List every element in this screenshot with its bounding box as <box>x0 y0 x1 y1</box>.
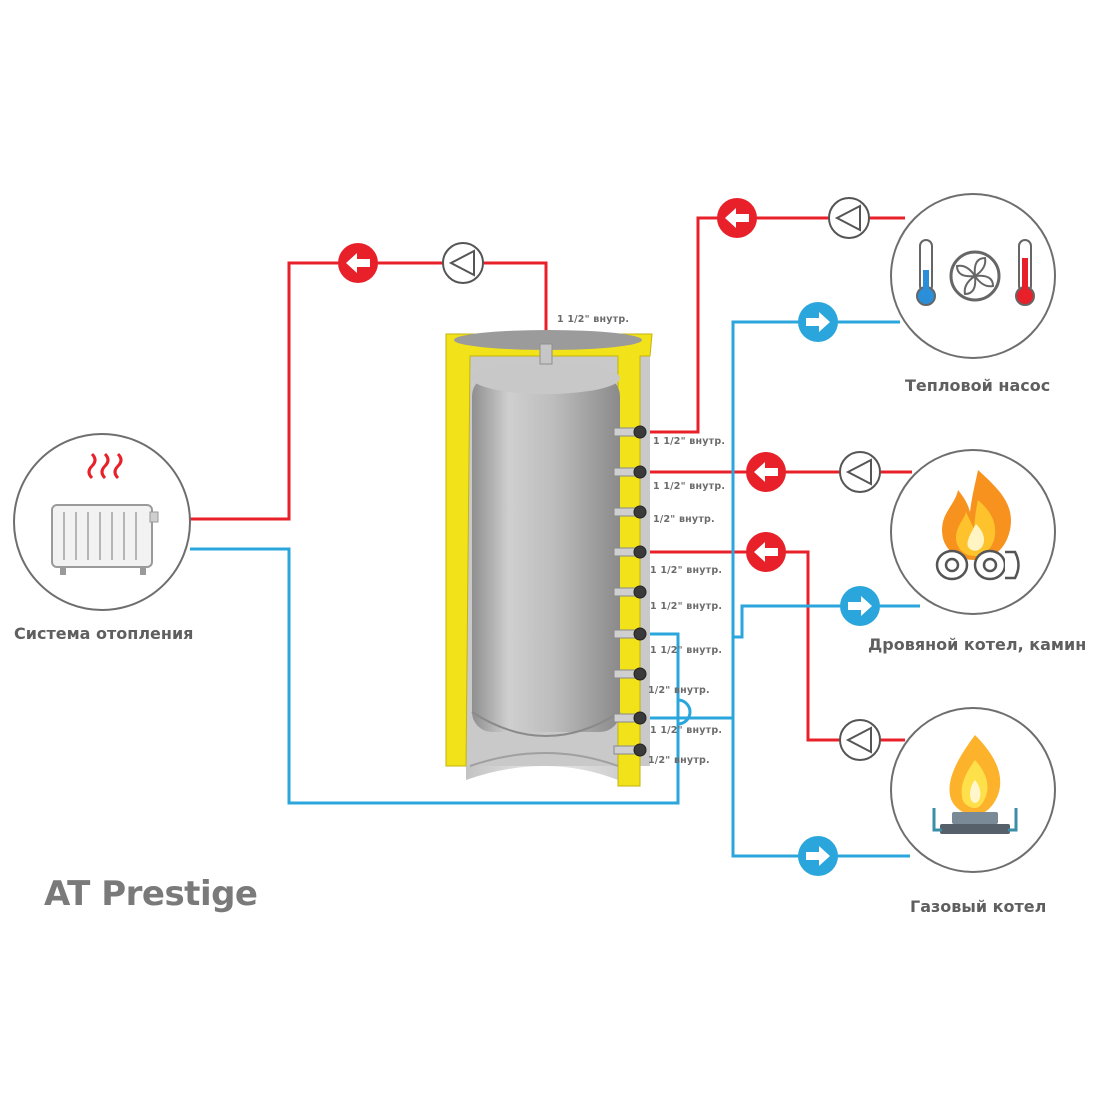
heating-return-pipe <box>190 547 680 805</box>
device-heating <box>13 433 191 611</box>
storage-tank <box>445 330 653 787</box>
gas-burner-icon <box>932 735 1018 834</box>
product-title: AT Prestige <box>44 874 258 914</box>
top-fitting <box>539 343 553 365</box>
pump-heating <box>442 242 484 284</box>
fitting-nut <box>633 711 647 725</box>
fitting-nut <box>633 465 647 479</box>
connection-label-1: 1 1/2" внутр. <box>653 436 726 447</box>
hot-arrow-gas <box>746 532 786 572</box>
connection-label-6: 1 1/2" внутр. <box>650 645 723 656</box>
flow-arrows <box>338 198 880 876</box>
wood-boiler-label: Дровяной котел, камин <box>868 635 1087 654</box>
connection-label-7: 1/2" внутр. <box>648 685 710 696</box>
wood-boiler-return-pipe <box>733 604 920 639</box>
crossover-arc <box>677 698 692 726</box>
connection-label-4: 1 1/2" внутр. <box>650 565 723 576</box>
tank-body <box>472 376 620 732</box>
pumps <box>442 197 881 761</box>
insulation-layer <box>445 333 653 787</box>
cold-arrow-wood <box>840 586 880 626</box>
pump-gas <box>839 719 881 761</box>
fitting-nut <box>633 743 647 757</box>
hot-arrow-wood <box>746 452 786 492</box>
heating-system-label: Система отопления <box>14 624 194 643</box>
fitting-nut <box>633 505 647 519</box>
connection-label-5: 1 1/2" внутр. <box>650 601 723 612</box>
heat-pump-supply-pipe <box>640 216 905 434</box>
connection-label-8: 1 1/2" внутр. <box>650 725 723 736</box>
heat-pump-label: Тепловой насос <box>905 376 1051 395</box>
hot-arrow-heat-pump <box>717 198 757 238</box>
connection-label-top: 1 1/2" внутр. <box>557 314 630 325</box>
device-wood-boiler <box>890 449 1056 615</box>
device-gas-boiler <box>890 707 1056 873</box>
side-fittings <box>613 425 647 757</box>
gas-boiler-label: Газовый котел <box>910 897 1047 916</box>
connection-label-3: 1/2" внутр. <box>653 514 715 525</box>
connection-label-2: 1 1/2" внутр. <box>653 481 726 492</box>
fitting-nut <box>633 627 647 641</box>
radiator-icon <box>51 452 159 575</box>
heat-pump-icon <box>916 239 1035 306</box>
cold-arrow-gas <box>798 836 838 876</box>
pump-wood <box>839 451 881 493</box>
device-heat-pump <box>890 193 1056 359</box>
hot-arrow-heating <box>338 243 378 283</box>
cold-arrow-heat-pump <box>798 302 838 342</box>
fan-icon <box>949 250 1001 302</box>
hot-thermometer-icon <box>1015 239 1035 306</box>
fitting-nut <box>633 585 647 599</box>
pump-heat-pump <box>828 197 870 239</box>
cold-thermometer-icon <box>916 239 936 306</box>
fire-logs-icon <box>935 470 1020 581</box>
fitting-nut <box>633 667 647 681</box>
fitting-nut <box>633 425 647 439</box>
fitting-nut <box>633 545 647 559</box>
heating-supply-pipe <box>190 261 548 521</box>
heat-pump-return-pipe <box>731 320 910 858</box>
connection-label-9: 1/2" внутр. <box>648 755 710 766</box>
